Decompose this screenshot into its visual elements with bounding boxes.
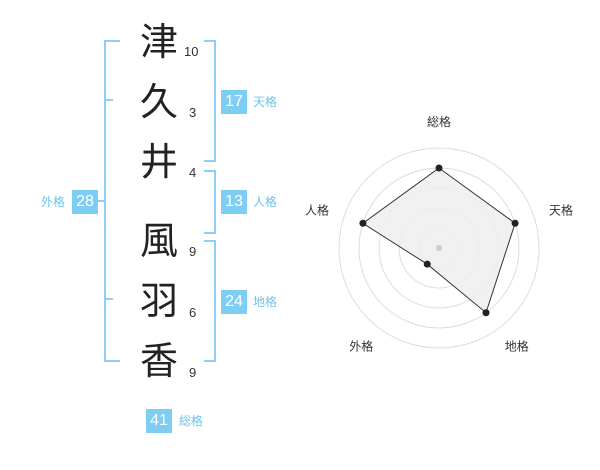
chikaku-label: 地格 <box>253 295 278 309</box>
tenkaku-label: 天格 <box>253 95 278 109</box>
radar-point-5 <box>359 219 367 227</box>
radar-data-polygon <box>362 167 516 314</box>
jinkaku-bracket <box>204 170 216 234</box>
soukaku-badge: 41 <box>146 409 172 433</box>
gaikaku-bracket <box>104 40 120 362</box>
stroke-count-2: 3 <box>189 105 197 120</box>
radar-point-3 <box>482 309 490 317</box>
stroke-count-5: 6 <box>189 305 197 320</box>
given-char-2: 羽 <box>140 279 179 323</box>
gaikaku-bracket-tick-bottom <box>105 298 113 300</box>
chikaku-bracket <box>204 240 216 362</box>
surname-char-2: 久 <box>140 80 179 124</box>
stroke-count-1: 10 <box>184 44 199 59</box>
radar-axis-label-3: 地格 <box>505 339 529 354</box>
given-char-1: 風 <box>140 219 179 263</box>
gaikaku-bracket-tick-top <box>105 99 113 101</box>
gaikaku-label: 外格 <box>41 195 66 209</box>
jinkaku-badge: 13 <box>221 190 247 214</box>
surname-char-1: 津 <box>140 20 179 64</box>
tenkaku-badge: 17 <box>221 90 247 114</box>
surname-char-3: 井 <box>140 140 179 184</box>
stroke-count-6: 9 <box>189 365 197 380</box>
tenkaku-bracket <box>204 40 216 162</box>
gaikaku-badge: 28 <box>72 190 98 214</box>
given-char-3: 香 <box>140 339 179 383</box>
stroke-count-3: 4 <box>189 165 197 180</box>
radar-axis-label-2: 天格 <box>549 202 573 217</box>
radar-axis-label-5: 人格 <box>305 202 329 217</box>
gaikaku-bracket-tick <box>97 200 105 202</box>
radar-center-dot <box>436 245 442 251</box>
jinkaku-label: 人格 <box>253 195 278 209</box>
radar-axis-label-4: 外格 <box>349 339 373 354</box>
radar-point-4 <box>423 260 431 268</box>
chikaku-badge: 24 <box>221 290 247 314</box>
soukaku-label: 総格 <box>179 414 204 428</box>
radar-ring-5 <box>338 147 540 349</box>
radar-point-1 <box>435 164 443 172</box>
radar-axis-label-1: 総格 <box>427 114 451 129</box>
radar-point-2 <box>511 219 519 227</box>
stroke-count-4: 9 <box>189 244 197 259</box>
